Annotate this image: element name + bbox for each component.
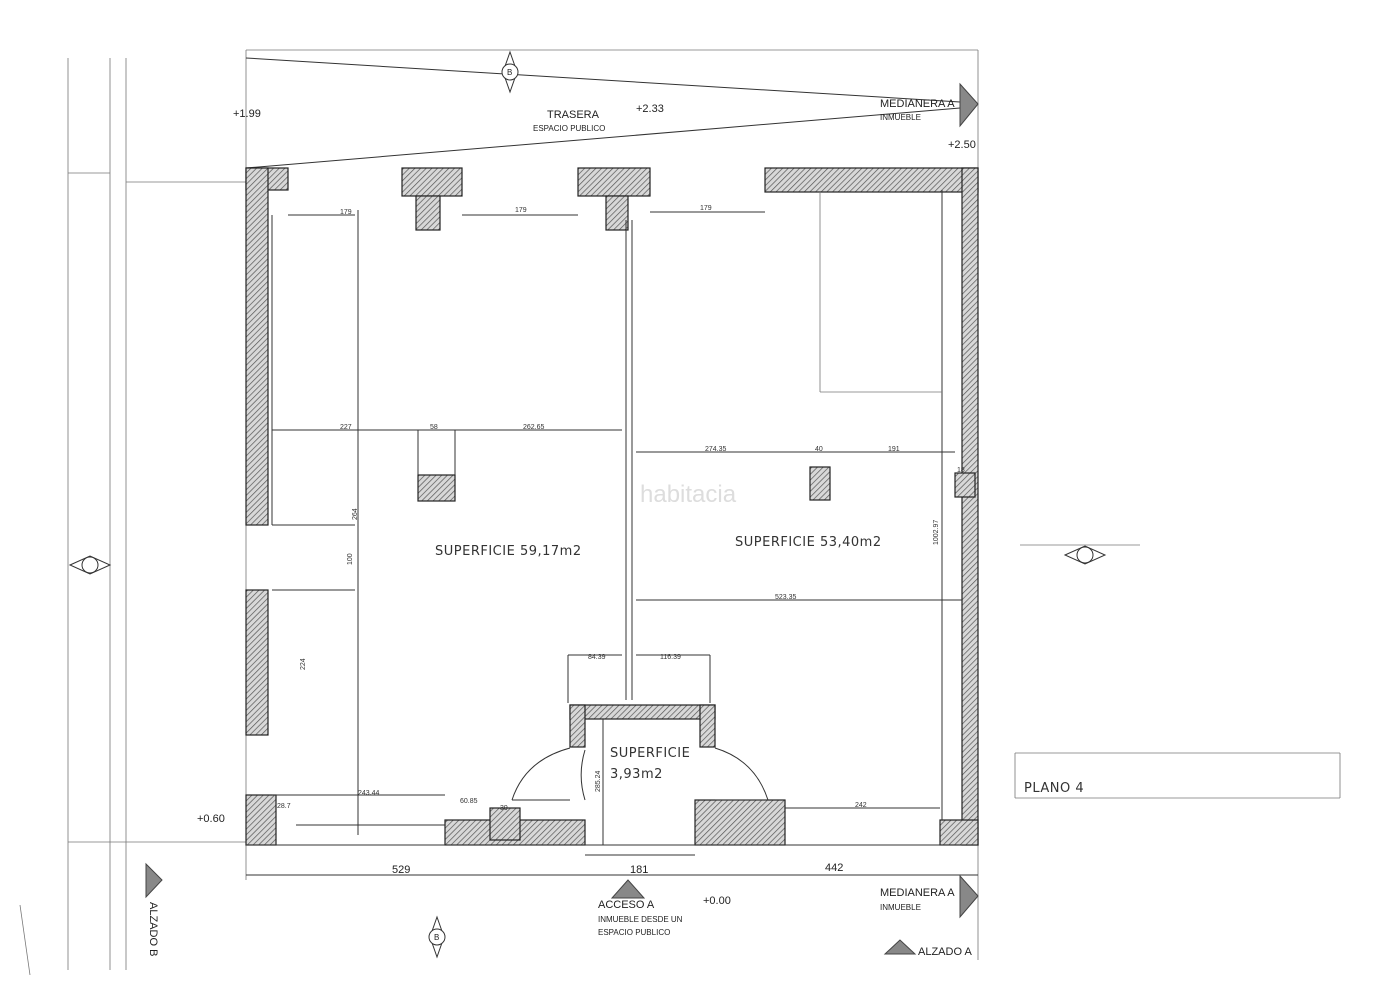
dim: 191 xyxy=(888,446,900,453)
section-marker xyxy=(1063,545,1107,565)
area-entry-label: SUPERFICIE xyxy=(610,746,690,761)
alzado-a-triangle-icon xyxy=(883,939,917,955)
area-entry-value: 3,93m2 xyxy=(610,767,663,782)
dim: 116.39 xyxy=(660,654,681,661)
dim: 58 xyxy=(430,424,438,431)
acceso-sub1: INMUEBLE DESDE UN xyxy=(598,915,683,924)
level-left: +0.60 xyxy=(197,813,225,825)
svg-text:B: B xyxy=(434,933,439,942)
section-marker xyxy=(68,555,112,575)
espacio-publico-label: ESPACIO PUBLICO xyxy=(533,124,605,133)
bottom-labels: +0.60 ACCESO A INMUEBLE DESDE UN ESPACIO… xyxy=(145,813,979,958)
watermark: habitacia xyxy=(640,481,737,508)
top-labels: +1.99 TRASERA ESPACIO PUBLICO +2.33 MEDI… xyxy=(233,82,979,151)
level-top-mid: +2.33 xyxy=(636,103,664,115)
area-left: SUPERFICIE 59,17m2 xyxy=(435,544,582,559)
dim: 18 xyxy=(957,467,965,474)
alzado-a-label: ALZADO A xyxy=(918,946,972,958)
arrow-right-icon xyxy=(959,874,979,919)
rear-public-space xyxy=(245,57,961,169)
dim: 262.65 xyxy=(523,424,545,431)
dim-total-right: 442 xyxy=(825,862,843,874)
interior-lines xyxy=(246,190,1140,876)
dim: 100 xyxy=(347,553,354,565)
trasera-label: TRASERA xyxy=(547,109,600,121)
inmueble-bottom-label: INMUEBLE xyxy=(880,903,921,912)
dim: 28.7 xyxy=(277,803,291,810)
acceso-sub2: ESPACIO PUBLICO xyxy=(598,928,670,937)
column xyxy=(954,472,976,498)
plan-title-box: PLANO 4 xyxy=(1014,752,1341,799)
area-labels: SUPERFICIE 59,17m2 SUPERFICIE 53,40m2 SU… xyxy=(435,535,882,782)
dim: 523.35 xyxy=(775,594,797,601)
dim: 242 xyxy=(855,802,867,809)
svg-text:B: B xyxy=(507,68,512,77)
level-top-right: +2.50 xyxy=(948,139,976,151)
dim: 84.39 xyxy=(588,654,606,661)
dimension-labels: 179 179 179 227 58 262.65 274.35 40 191 … xyxy=(277,205,965,876)
alzado-b-label: ALZADO B xyxy=(147,902,159,956)
dim-window-3: 179 xyxy=(700,205,712,212)
entrance-triangle-icon xyxy=(610,879,646,899)
medianera-top-label: MEDIANERA A xyxy=(880,98,955,110)
dim: 264 xyxy=(352,508,359,520)
inmueble-top-label: INMUEBLE xyxy=(880,113,921,122)
acceso-label: ACCESO A xyxy=(598,899,655,911)
arrow-right-icon xyxy=(959,82,979,128)
dim: 1002.97 xyxy=(933,520,940,545)
dim: 40 xyxy=(815,446,823,453)
dim: 224 xyxy=(300,658,307,670)
area-right: SUPERFICIE 53,40m2 xyxy=(735,535,882,550)
dim: 227 xyxy=(340,424,352,431)
dim-window-2: 179 xyxy=(515,207,527,214)
dim: 274.35 xyxy=(705,446,727,453)
level-entrance: +0.00 xyxy=(703,895,731,907)
plan-title: PLANO 4 xyxy=(1024,781,1084,796)
dim: 285.24 xyxy=(595,770,602,792)
dim: 243.44 xyxy=(358,790,380,797)
dim-total-entrance: 181 xyxy=(630,864,648,876)
section-marker: B xyxy=(501,50,519,94)
level-top-left: +1.99 xyxy=(233,108,261,120)
section-marker: B xyxy=(428,915,446,959)
column xyxy=(809,466,831,501)
alzado-b-triangle-icon xyxy=(145,862,163,899)
walls xyxy=(245,167,979,846)
dim-window-1: 179 xyxy=(340,209,352,216)
dim-total-left: 529 xyxy=(392,864,410,876)
dim: 39 xyxy=(500,805,508,812)
dim: 60.85 xyxy=(460,798,478,805)
column xyxy=(417,474,456,502)
medianera-bottom-label: MEDIANERA A xyxy=(880,887,955,899)
